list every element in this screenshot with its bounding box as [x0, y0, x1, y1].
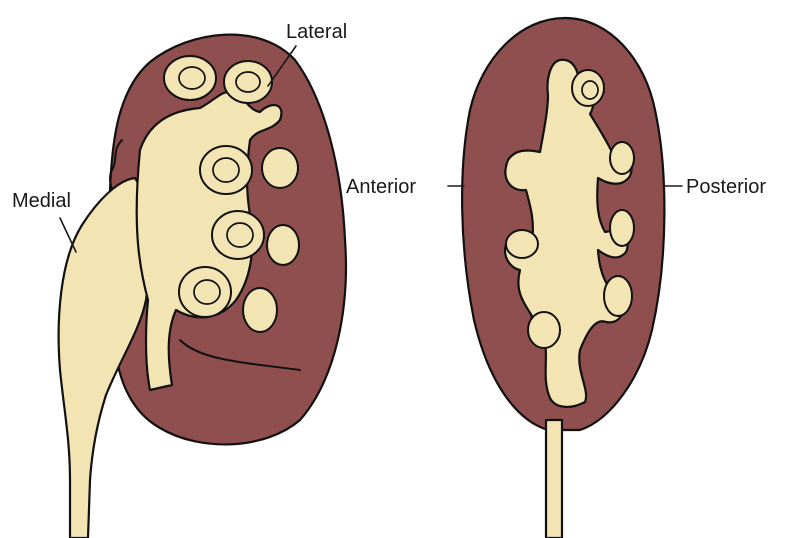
renal-pelvis-ureter-frontal [57, 176, 151, 538]
calyces-frontal [163, 55, 300, 333]
label-lateral: Lateral [286, 21, 347, 43]
leader-line-lateral [267, 45, 297, 87]
label-posterior: Posterior [686, 176, 766, 198]
label-medial: Medial [12, 190, 71, 212]
label-anterior-group: Anterior [346, 176, 465, 198]
lower-pole-line-frontal [179, 339, 301, 371]
label-posterior-group: Posterior [663, 176, 766, 198]
kidney-frontal-view [57, 33, 348, 538]
kidney-sagittal-view [461, 16, 666, 538]
ureter-sagittal [544, 418, 564, 538]
calyces-sagittal [505, 69, 635, 349]
leader-line-medial [59, 217, 77, 253]
label-anterior: Anterior [346, 176, 416, 198]
label-lateral-group: Lateral [267, 21, 347, 87]
label-medial-group: Medial [12, 190, 77, 253]
